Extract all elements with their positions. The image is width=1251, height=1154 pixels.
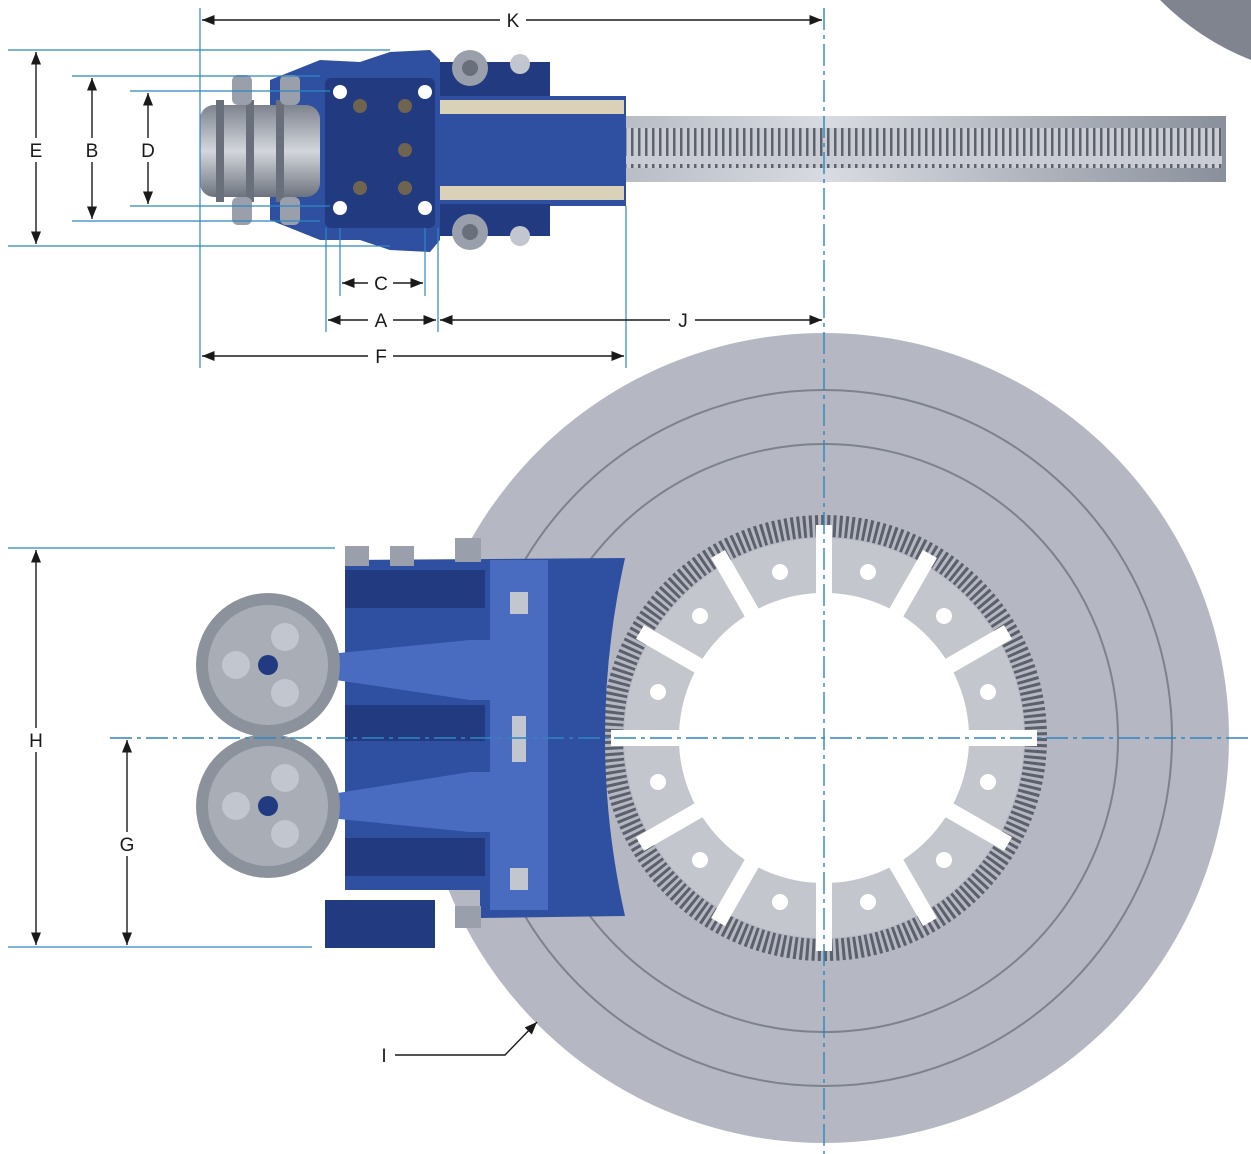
dimension-label-group: K E B D C A J F H G I	[29, 11, 688, 1067]
guide-bolt-top-center	[462, 60, 478, 76]
actuator-port-top	[232, 75, 252, 105]
actuator-port-top	[280, 75, 300, 105]
dim-label-i: I	[381, 1046, 386, 1067]
dim-label-e: E	[30, 141, 43, 162]
hub-holes	[650, 564, 996, 910]
dim-label-f: F	[375, 347, 387, 368]
dim-label-b: B	[86, 141, 99, 162]
actuator-rib	[276, 100, 284, 202]
extension-lines	[8, 8, 627, 948]
bolt-hole	[333, 201, 347, 215]
corner-disc-fragment	[1160, 0, 1251, 60]
pin-bolt	[510, 868, 528, 890]
dim-label-g: G	[120, 835, 135, 856]
pad-lower	[440, 186, 624, 200]
dim-label-h: H	[29, 731, 43, 752]
top-nut	[345, 546, 369, 566]
pin-bolt	[510, 592, 528, 614]
actuator-port-bottom	[232, 197, 252, 225]
actuator-port-bottom	[280, 197, 300, 225]
nut-bottom	[510, 226, 530, 246]
dim-label-d: D	[141, 141, 155, 162]
caliper-base	[325, 900, 435, 948]
bolt-head	[398, 181, 412, 195]
spring-actuator-upper	[196, 593, 340, 737]
dim-label-k: K	[507, 11, 520, 32]
bolt-head	[398, 143, 412, 157]
pad-upper	[440, 100, 624, 114]
top-view	[200, 0, 1251, 252]
dim-label-j: J	[678, 311, 688, 332]
nut-top	[510, 54, 530, 74]
top-actuator-housing	[200, 105, 320, 197]
spring-actuator-lower	[196, 734, 340, 878]
bolt-head	[353, 99, 367, 113]
dim-label-c: C	[374, 274, 388, 295]
bolt-head	[353, 181, 367, 195]
top-nut	[390, 546, 414, 566]
bottom-nut	[455, 906, 481, 928]
caliper-rib	[345, 570, 485, 608]
center-pin	[512, 716, 526, 762]
bolt-head	[398, 99, 412, 113]
actuator-rib	[246, 100, 254, 202]
top-nut	[455, 538, 481, 562]
dimension-lines	[30, 14, 822, 1056]
actuator-rib	[216, 100, 224, 202]
bolt-hole	[333, 85, 347, 99]
bolt-hole	[418, 85, 432, 99]
bolt-hole	[418, 201, 432, 215]
guide-bolt-bottom-center	[462, 224, 478, 240]
caliper-rib	[345, 838, 485, 876]
dim-label-a: A	[375, 311, 388, 332]
caliper-rib	[345, 705, 485, 741]
